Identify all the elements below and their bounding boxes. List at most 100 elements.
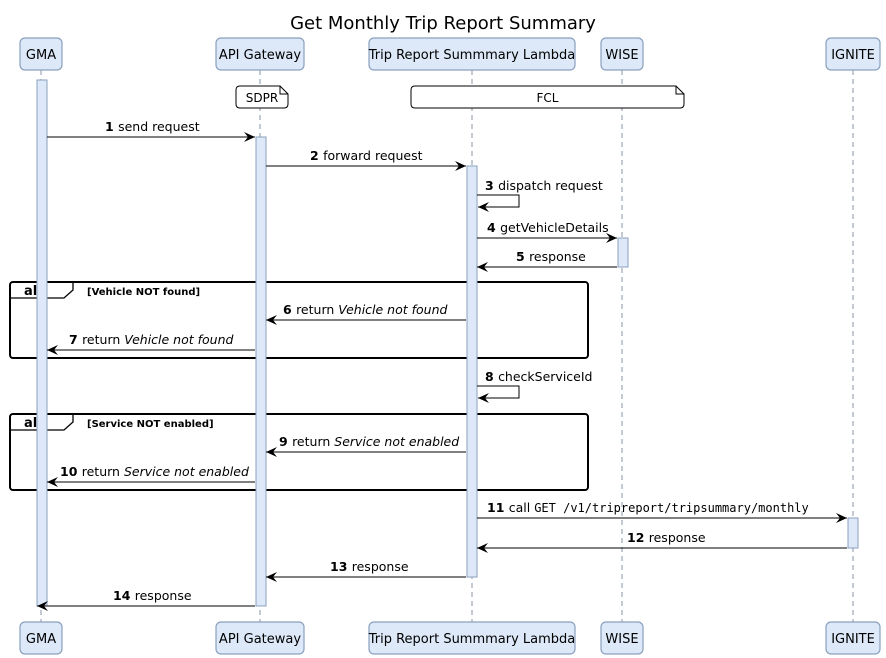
participant-wise-bottom[interactable]: WISE bbox=[600, 621, 644, 655]
message-8: 8 checkServiceId bbox=[477, 369, 592, 403]
activation-wise bbox=[617, 237, 629, 268]
participant-label: IGNITE bbox=[831, 48, 875, 63]
message-label: 10 return Service not enabled bbox=[60, 464, 249, 479]
message-label: 14 response bbox=[113, 588, 192, 603]
message-arrow bbox=[477, 194, 520, 212]
message-number: 10 bbox=[60, 464, 82, 479]
message-7: 7 return Vehicle not found bbox=[47, 332, 255, 355]
activation-ignite bbox=[847, 517, 859, 549]
participant-label: GMA bbox=[26, 632, 56, 647]
participant-label: API Gateway bbox=[219, 48, 301, 63]
message-12: 12 response bbox=[477, 530, 847, 553]
message-label: 2 forward request bbox=[310, 148, 423, 163]
alt-condition: [Service NOT enabled] bbox=[87, 419, 214, 430]
participant-label: IGNITE bbox=[831, 632, 875, 647]
message-11: 11 call GET /v1/tripreport/tripsummary/m… bbox=[477, 500, 847, 523]
participant-box bbox=[600, 621, 644, 655]
note-box bbox=[235, 85, 289, 109]
participant-gma-bottom[interactable]: GMA bbox=[19, 621, 63, 655]
message-text: Service not enabled bbox=[334, 434, 459, 449]
message-label: 11 call GET /v1/tripreport/tripsummary/m… bbox=[487, 500, 809, 515]
alt-frame bbox=[9, 413, 589, 491]
message-label: 9 return Service not enabled bbox=[279, 434, 459, 449]
note-fcl: FCL bbox=[410, 85, 685, 109]
alt-frame bbox=[9, 281, 589, 359]
participant-box bbox=[825, 621, 881, 655]
message-text: response bbox=[135, 588, 192, 603]
message-number: 2 bbox=[310, 148, 323, 163]
message-number: 7 bbox=[69, 332, 82, 347]
participant-box bbox=[368, 621, 576, 655]
message-number: 4 bbox=[487, 220, 500, 235]
message-text: Service not enabled bbox=[124, 464, 249, 479]
note-text: FCL bbox=[537, 91, 559, 105]
activation-bars bbox=[36, 79, 859, 607]
message-9: 9 return Service not enabled bbox=[266, 434, 466, 457]
participant-lambda-bottom[interactable]: Trip Report Summmary Lambda bbox=[368, 621, 576, 655]
alt-condition: [Vehicle NOT found] bbox=[87, 287, 200, 298]
participants-top: GMA API Gateway Trip Report Summmary Lambd… bbox=[19, 37, 881, 71]
message-text: checkServiceId bbox=[498, 369, 592, 384]
message-text: call bbox=[509, 500, 534, 515]
participant-box bbox=[19, 621, 63, 655]
message-text: return bbox=[292, 434, 334, 449]
note-fold bbox=[675, 86, 684, 95]
participant-apigw-top[interactable]: API Gateway bbox=[215, 37, 305, 71]
participant-gma-top[interactable]: GMA bbox=[19, 37, 63, 71]
message-number: 11 bbox=[487, 500, 509, 515]
message-text: GET /v1/tripreport/tripsummary/monthly bbox=[534, 501, 809, 515]
participant-apigw-bottom[interactable]: API Gateway bbox=[215, 621, 305, 655]
message-text: forward request bbox=[323, 148, 423, 163]
message-10: 10 return Service not enabled bbox=[47, 464, 255, 487]
message-number: 1 bbox=[105, 119, 118, 134]
participant-box bbox=[215, 621, 305, 655]
participant-ignite-bottom[interactable]: IGNITE bbox=[825, 621, 881, 655]
notes: SDPR FCL bbox=[235, 85, 685, 109]
message-6: 6 return Vehicle not found bbox=[266, 302, 466, 325]
participant-box bbox=[215, 37, 305, 71]
participant-lambda-top[interactable]: Trip Report Summmary Lambda bbox=[368, 37, 576, 71]
participant-wise-top[interactable]: WISE bbox=[600, 37, 644, 71]
message-label: 4 getVehicleDetails bbox=[487, 220, 609, 235]
message-number: 8 bbox=[485, 369, 498, 384]
message-label: 12 response bbox=[627, 530, 706, 545]
message-text: return bbox=[82, 464, 124, 479]
participant-ignite-top[interactable]: IGNITE bbox=[825, 37, 881, 71]
message-text: return bbox=[82, 332, 124, 347]
participant-box bbox=[825, 37, 881, 71]
message-text: response bbox=[649, 530, 706, 545]
message-label: 6 return Vehicle not found bbox=[283, 302, 448, 317]
message-text: getVehicleDetails bbox=[500, 220, 609, 235]
message-text: response bbox=[529, 249, 586, 264]
message-text: send request bbox=[118, 119, 200, 134]
diagram-title: Get Monthly Trip Report Summary bbox=[290, 13, 596, 34]
message-label: 3 dispatch request bbox=[485, 178, 603, 193]
message-number: 9 bbox=[279, 434, 292, 449]
note-text: SDPR bbox=[246, 91, 278, 105]
message-text: response bbox=[352, 559, 409, 574]
message-text: dispatch request bbox=[498, 178, 603, 193]
activation-gma bbox=[36, 79, 48, 607]
participants-bottom: GMA API Gateway Trip Report Summmary Lambd… bbox=[19, 621, 881, 655]
message-13: 13 response bbox=[266, 559, 466, 582]
message-text: return bbox=[296, 302, 338, 317]
message-arrow bbox=[477, 385, 520, 403]
message-1: 1 send request bbox=[47, 119, 255, 142]
message-3: 3 dispatch request bbox=[477, 178, 603, 212]
message-number: 6 bbox=[283, 302, 296, 317]
note-box bbox=[410, 85, 685, 109]
message-label: 5 response bbox=[516, 249, 586, 264]
message-number: 3 bbox=[485, 178, 498, 193]
note-sdpr: SDPR bbox=[235, 85, 289, 109]
message-4: 4 getVehicleDetails bbox=[477, 220, 617, 243]
participant-label: WISE bbox=[605, 632, 638, 647]
message-number: 12 bbox=[627, 530, 649, 545]
participant-label: Trip Report Summmary Lambda bbox=[368, 48, 576, 63]
participant-box bbox=[368, 37, 576, 71]
participant-label: API Gateway bbox=[219, 632, 301, 647]
message-label: 13 response bbox=[330, 559, 409, 574]
message-label: 1 send request bbox=[105, 119, 200, 134]
message-number: 5 bbox=[516, 249, 529, 264]
activation-apigw bbox=[255, 136, 267, 607]
